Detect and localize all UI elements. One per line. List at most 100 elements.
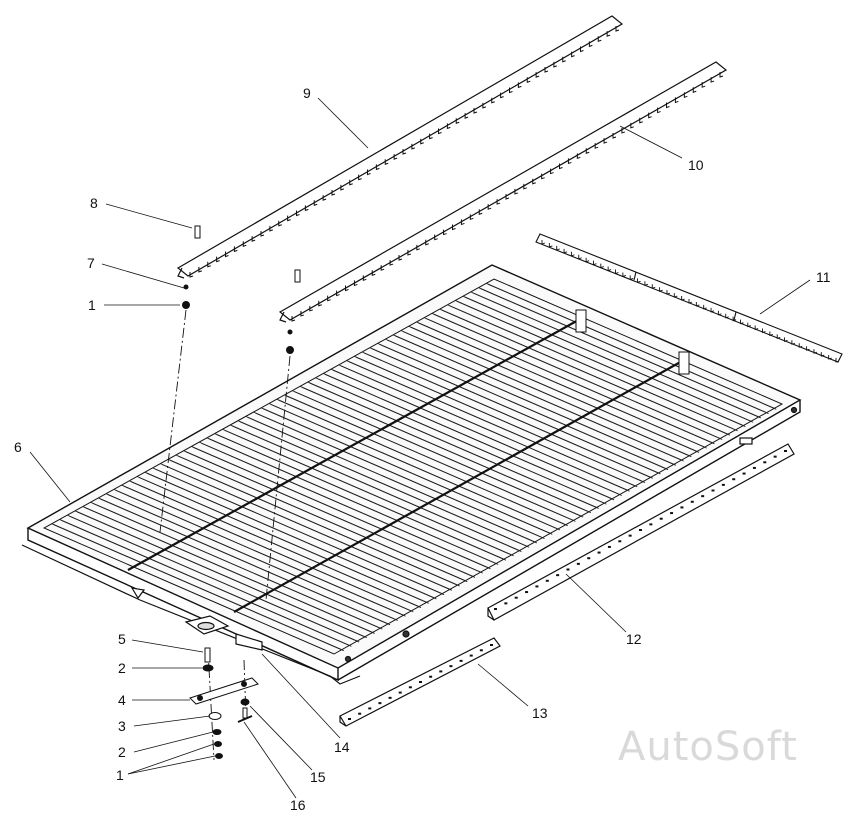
rake-tooth: [732, 316, 737, 322]
stroke-line: [177, 455, 468, 583]
rake-tooth: [710, 307, 715, 313]
callout-10: 10: [688, 157, 704, 173]
rake-tooth: [548, 242, 553, 248]
stroke-line: [464, 296, 754, 423]
rail-slot: [504, 602, 508, 605]
rake-tooth: [509, 87, 513, 94]
callout-13: 13: [532, 705, 548, 721]
rail-slot: [711, 489, 715, 492]
rake-tooth: [683, 92, 688, 99]
rake-tooth: [384, 159, 389, 165]
frame-brackets: [130, 406, 798, 663]
stroke-line: [92, 502, 383, 630]
stroke-line: [286, 395, 576, 522]
rail-slot: [742, 472, 746, 475]
rake-tooth: [571, 51, 575, 58]
rake-tooth: [629, 275, 634, 281]
stroke-line: [146, 472, 437, 600]
rake-tooth: [607, 266, 612, 272]
rail-slot: [784, 450, 787, 452]
rail-slot: [680, 506, 684, 509]
rake-tooth: [189, 272, 194, 278]
rail-slot: [479, 649, 483, 652]
rail-slot: [639, 529, 642, 531]
rail-12: [487, 443, 795, 621]
rake-tooth: [398, 255, 403, 261]
rake-tooth: [532, 178, 536, 185]
stroke-line: [239, 421, 530, 548]
rake-tooth: [754, 325, 759, 331]
rake-tooth: [429, 133, 433, 140]
stroke-line: [301, 386, 592, 514]
rake-tooth: [496, 199, 501, 205]
leader-lines: [29, 97, 811, 799]
rake-tooth: [371, 270, 376, 276]
rail-slot: [701, 495, 705, 498]
rake-tooth: [798, 343, 803, 348]
rake-tooth: [762, 328, 766, 334]
rake-tooth: [505, 194, 510, 200]
rake-tooth: [556, 245, 560, 251]
rake-tooth: [443, 229, 447, 236]
rake-tooth: [411, 143, 416, 150]
rake-tooth: [570, 251, 575, 257]
stroke-line: [263, 408, 553, 535]
stroke-line: [247, 416, 538, 544]
rake-tooth: [473, 108, 478, 114]
rake-tooth: [563, 248, 568, 254]
rake-tooth: [460, 219, 465, 226]
rake-tooth: [695, 301, 700, 307]
rake-tooth: [621, 127, 626, 134]
rake-tooth: [681, 296, 685, 301]
rake-tooth: [541, 240, 546, 245]
callout-2-bottom: 2: [118, 744, 126, 760]
rake-tooth: [535, 72, 540, 78]
callout-16: 16: [290, 797, 306, 813]
stroke-line: [115, 489, 406, 617]
upper-rake-10: [278, 61, 728, 323]
rake-tooth: [541, 173, 545, 180]
rake-tooth: [269, 225, 274, 232]
rake-tooth: [673, 293, 678, 298]
callout-15: 15: [310, 769, 326, 785]
rake-tooth: [393, 154, 398, 160]
rake-tooth: [597, 36, 602, 42]
rail-slot: [690, 500, 694, 503]
rake-tooth: [567, 158, 572, 165]
rake-tooth: [666, 102, 670, 109]
rake-tooth: [517, 82, 522, 89]
rail-slot: [514, 596, 518, 599]
rake-tooth: [550, 168, 554, 175]
rake-tooth: [710, 77, 715, 83]
callout-4: 4: [118, 692, 126, 708]
rake-tooth: [318, 300, 322, 307]
rake-tooth: [327, 295, 331, 302]
rake-tooth: [304, 205, 309, 212]
rail-slot: [649, 523, 653, 526]
rake-tooth: [719, 72, 724, 78]
rake-bolts: [182, 225, 301, 354]
rake-tooth: [251, 236, 256, 242]
rake-tooth: [487, 204, 492, 210]
rail-slot: [388, 696, 392, 699]
rake-tooth: [585, 148, 590, 154]
rake-tooth: [455, 118, 460, 124]
rake-tooth: [657, 107, 661, 114]
stroke-line: [270, 404, 561, 531]
rake-tooth: [666, 290, 671, 295]
rake-tooth: [345, 285, 349, 292]
rake-tooth: [198, 266, 203, 273]
rake-strip-11: [535, 233, 843, 363]
rake-tooth: [242, 241, 247, 247]
rake-tooth: [688, 299, 693, 304]
callout-1-bottom: 1: [116, 767, 124, 783]
rake-tooth: [651, 284, 656, 289]
stroke-line: [325, 374, 615, 501]
stroke-line: [131, 481, 422, 608]
stroke-line: [53, 524, 344, 652]
rake-tooth: [806, 346, 810, 351]
rake-tooth: [585, 257, 590, 263]
rail-slot: [628, 534, 632, 537]
rake-tooth: [207, 261, 211, 268]
rake-tooth: [407, 249, 412, 256]
